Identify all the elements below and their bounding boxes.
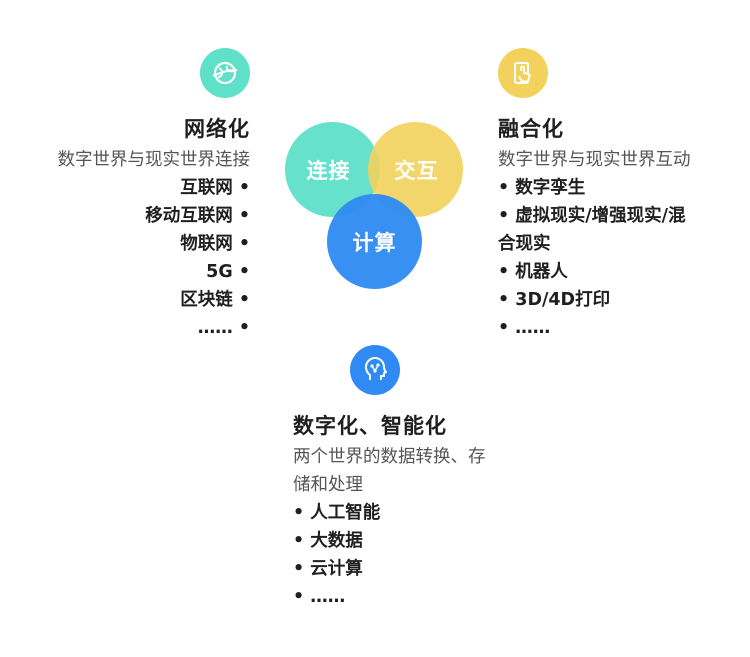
network-title: 网络化 [184,117,250,141]
venn-diagram: 连接 交互 计算 [280,112,470,297]
venn-compute-label: 计算 [352,230,397,255]
list-item: 互联网 • [180,178,250,198]
ai-brain-icon [365,357,387,380]
digital-section: 数字化、智能化 两个世界的数据转换、存 储和处理 • 人工智能 • 大数据 • … [293,412,553,611]
list-item: • …… [293,587,346,607]
list-item: • 虚拟现实/增强现实/混 [498,206,686,226]
venn-connect-circle: 连接 [285,122,380,217]
digital-subtitle: 两个世界的数据转换、存 储和处理 [293,447,486,495]
list-item: …… • [197,318,250,338]
list-item: • 大数据 [293,531,363,551]
list-item: • …… [498,318,551,338]
list-item: • 3D/4D打印 [498,290,611,310]
digital-title: 数字化、智能化 [293,414,447,438]
fusion-list: • 数字孪生 • 虚拟现实/增强现实/混 合现实 • 机器人 • 3D/4D打印… [498,174,738,342]
fusion-section: 融合化 数字世界与现实世界互动 • 数字孪生 • 虚拟现实/增强现实/混 合现实… [498,115,738,342]
list-item: 物联网 • [180,234,250,254]
list-item-continuation: 合现实 [498,234,551,254]
list-item: 移动互联网 • [145,206,250,226]
fusion-title: 融合化 [498,117,564,141]
fusion-subtitle: 数字世界与现实世界互动 [498,150,691,170]
fusion-icon-badge [498,48,548,98]
digital-icon-badge [350,345,400,395]
list-item: • 云计算 [293,559,363,579]
venn-connect-label: 连接 [306,158,351,183]
list-item: 区块链 • [180,290,250,310]
list-item: • 机器人 [498,262,568,282]
network-icon-badge [200,48,250,98]
digital-list: • 人工智能 • 大数据 • 云计算 • …… [293,499,553,611]
touch-screen-icon [514,62,531,84]
list-item: • 数字孪生 [498,178,586,198]
globe-network-icon [212,61,238,85]
network-subtitle: 数字世界与现实世界连接 [57,150,251,170]
list-item: • 人工智能 [293,503,381,523]
list-item: 5G • [206,262,250,282]
network-section: 网络化 数字世界与现实世界连接 互联网 • 移动互联网 • 物联网 • 5G •… [0,115,251,342]
venn-compute-circle: 计算 [327,194,422,289]
venn-interact-label: 交互 [394,158,439,183]
network-list: 互联网 • 移动互联网 • 物联网 • 5G • 区块链 • …… • [0,174,250,342]
